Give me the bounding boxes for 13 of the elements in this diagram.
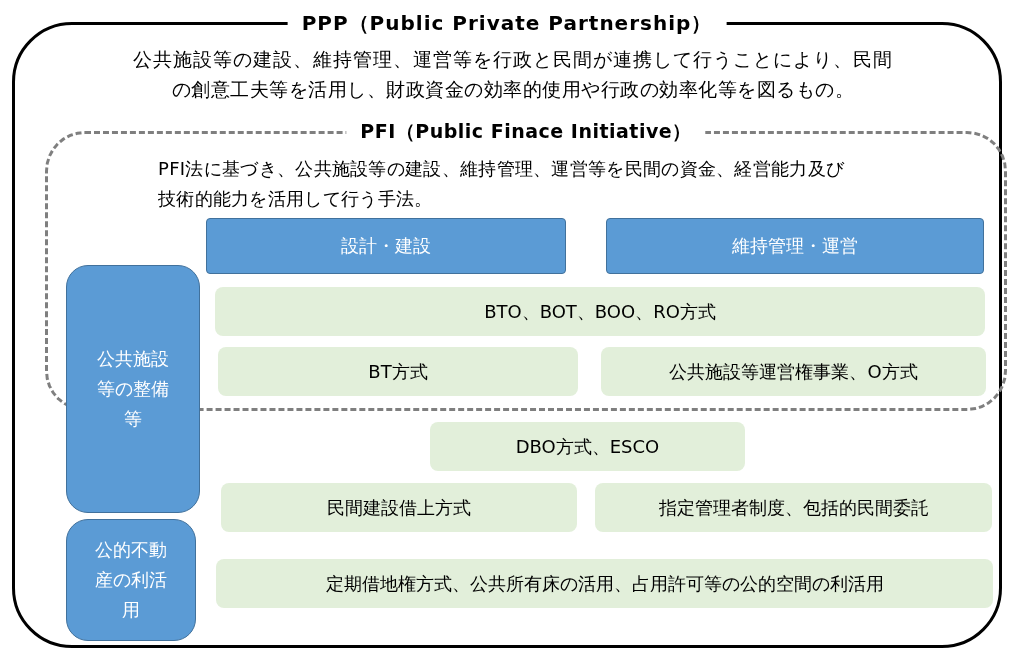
method-box: 定期借地権方式、公共所有床の活用、占用許可等の公的空間の利活用 xyxy=(216,559,993,608)
method-box: BT方式 xyxy=(218,347,578,396)
method-box: 民間建設借上方式 xyxy=(221,483,577,532)
phase-header: 維持管理・運営 xyxy=(606,218,984,274)
category-label: 公的不動産の利活用 xyxy=(66,519,196,641)
method-box: 公共施設等運営権事業、O方式 xyxy=(601,347,986,396)
method-box: DBO方式、ESCO xyxy=(430,422,745,471)
method-box: BTO、BOT、BOO、RO方式 xyxy=(215,287,985,336)
category-label: 公共施設等の整備等 xyxy=(66,265,200,513)
method-box: 指定管理者制度、包括的民間委託 xyxy=(595,483,992,532)
phase-header: 設計・建設 xyxy=(206,218,566,274)
description-text: 公共施設等の建設、維持管理、運営等を行政と民間が連携して行うことにより、民間の創意工夫等を活用し、財政資金の効率的使用や行政の効率化等を図るもの。 xyxy=(133,48,893,102)
description-text: PFI法に基づき、公共施設等の建設、維持管理、運営等を民間の資金、経営能力及び技術的能力を活用して行う手法。 xyxy=(158,157,846,211)
